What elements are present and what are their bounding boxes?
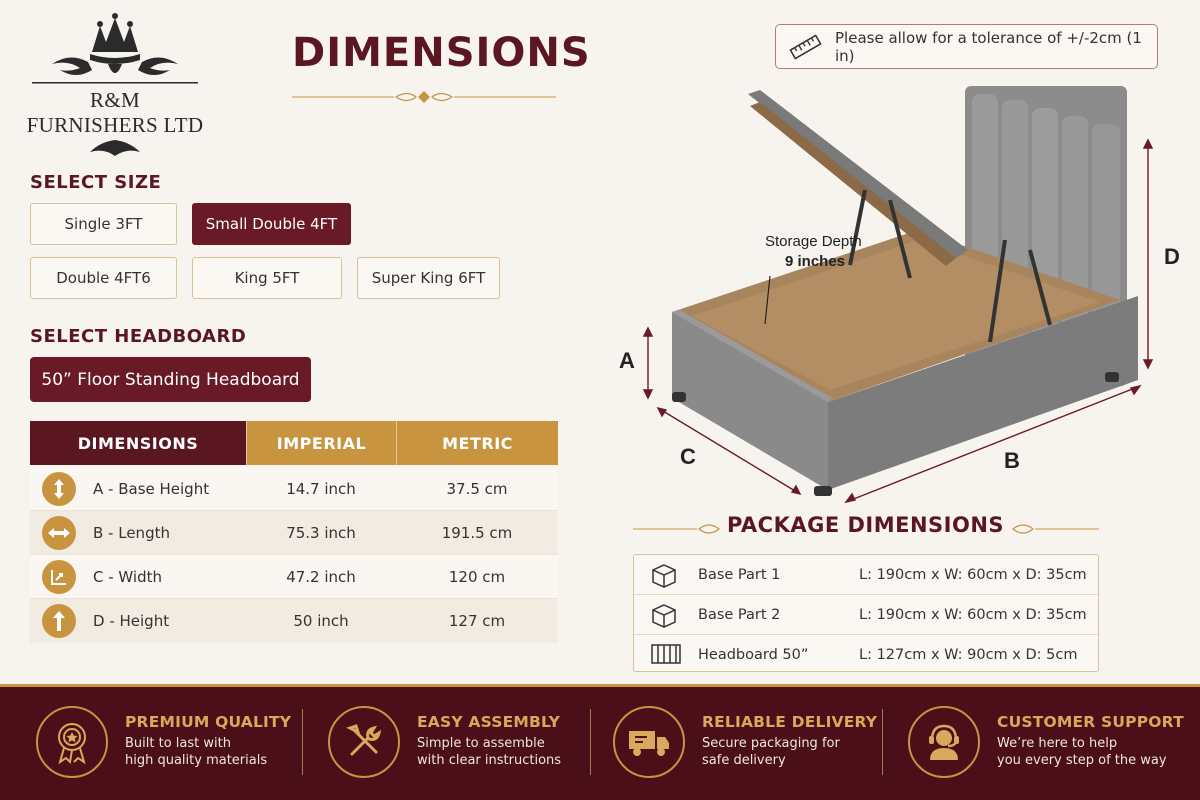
size-option-small-double[interactable]: Small Double 4FT (192, 203, 351, 245)
up-arrow-icon (42, 604, 76, 638)
package-name: Base Part 1 (698, 567, 781, 583)
tools-icon (328, 706, 400, 778)
size-option-single[interactable]: Single 3FT (30, 203, 177, 245)
row-label: D - Height (93, 612, 170, 630)
dimension-lines (642, 138, 1154, 504)
headboard-option-selected[interactable]: 50” Floor Standing Headboard (30, 357, 311, 402)
brand-logo: R&M FURNISHERS LTD (22, 12, 208, 156)
header-imperial: IMPERIAL (246, 421, 396, 465)
storage-depth-label: Storage Depth (765, 233, 862, 250)
divider (302, 709, 303, 775)
crown-logo-icon (32, 13, 198, 84)
title-divider-ornament (292, 91, 556, 103)
package-dims: L: 190cm x W: 60cm x D: 35cm (859, 607, 1087, 623)
row-label: B - Length (93, 523, 170, 542)
horizontal-arrows-icon (42, 515, 76, 550)
package-title-ornament (633, 524, 1099, 534)
row-metric: 120 cm (448, 567, 506, 586)
header-metric: METRIC (396, 421, 558, 465)
table-row: A - Base Height 14.7 inch 37.5 cm (30, 467, 558, 511)
truck-icon (613, 706, 685, 778)
table-row: B - Length 75.3 inch 191.5 cm (30, 511, 558, 555)
package-dims: L: 127cm x W: 90cm x D: 5cm (859, 646, 1078, 663)
row-label: A - Base Height (93, 479, 210, 498)
row-imperial: 14.7 inch (286, 479, 356, 498)
tolerance-text: Please allow for a tolerance of +/-2cm (… (835, 28, 1142, 65)
row-imperial: 50 inch (293, 612, 349, 630)
select-size-label: SELECT SIZE (30, 172, 162, 193)
feature-title: RELIABLE DELIVERY (702, 713, 878, 731)
size-option-king[interactable]: King 5FT (192, 257, 342, 299)
row-imperial: 75.3 inch (286, 523, 356, 542)
quality-badge-icon (36, 706, 108, 778)
package-name: Base Part 2 (698, 607, 781, 623)
divider (882, 709, 883, 775)
label-b: B (1004, 448, 1020, 473)
tolerance-note: Please allow for a tolerance of +/-2cm (… (775, 24, 1158, 69)
feature-title: EASY ASSEMBLY (417, 713, 561, 731)
row-metric: 37.5 cm (446, 479, 508, 498)
label-c: C (680, 444, 696, 469)
storage-depth-value: 9 inches (785, 253, 845, 270)
header-dimensions: DIMENSIONS (30, 421, 246, 465)
package-table: Base Part 1 L: 190cm x W: 60cm x D: 35cm… (633, 554, 1099, 672)
package-name: Headboard 50” (698, 646, 809, 663)
size-option-double[interactable]: Double 4FT6 (30, 257, 177, 299)
brand-name: R&M FURNISHERS LTD (26, 88, 204, 137)
row-metric: 191.5 cm (441, 523, 513, 542)
box-icon (652, 564, 676, 588)
list-item: Headboard 50” L: 127cm x W: 90cm x D: 5c… (634, 635, 1098, 674)
page-title: DIMENSIONS (292, 30, 591, 76)
row-metric: 127 cm (448, 612, 506, 630)
vertical-arrows-icon (42, 471, 76, 506)
table-row: D - Height 50 inch 127 cm (30, 599, 558, 643)
size-option-super-king[interactable]: Super King 6FT (357, 257, 500, 299)
divider (590, 709, 591, 775)
ottoman-bed-diagram: Storage Depth 9 inches A D C B (619, 86, 1180, 504)
table-row: C - Width 47.2 inch 120 cm (30, 555, 558, 599)
box-icon (652, 604, 676, 628)
feature-title: PREMIUM QUALITY (125, 713, 292, 731)
headboard-icon (651, 644, 681, 664)
label-d: D (1164, 244, 1180, 269)
feature-title: CUSTOMER SUPPORT (997, 713, 1184, 731)
lifted-lid-illustration (748, 90, 1052, 343)
label-a: A (619, 348, 635, 373)
ruler-icon (789, 33, 822, 60)
select-headboard-label: SELECT HEADBOARD (30, 326, 247, 347)
list-item: Base Part 1 L: 190cm x W: 60cm x D: 35cm (634, 556, 1098, 595)
headset-icon (908, 706, 980, 778)
row-imperial: 47.2 inch (286, 567, 356, 586)
width-icon (42, 559, 76, 594)
package-dims: L: 190cm x W: 60cm x D: 35cm (859, 567, 1087, 583)
ornament-bottom-icon (90, 140, 140, 156)
package-title: PACKAGE DIMENSIONS (726, 513, 1005, 537)
row-label: C - Width (93, 567, 163, 586)
dimensions-table: DIMENSIONS IMPERIAL METRIC A - Base Heig… (30, 421, 558, 643)
list-item: Base Part 2 L: 190cm x W: 60cm x D: 35cm (634, 596, 1098, 635)
